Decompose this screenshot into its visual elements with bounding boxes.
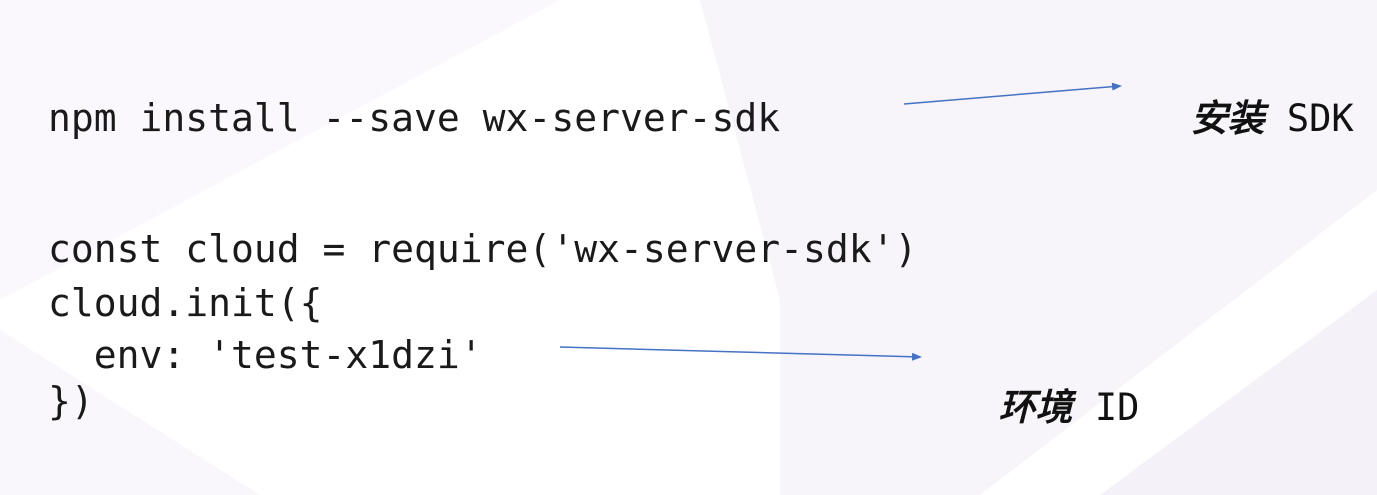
code-close-line: }) xyxy=(48,379,94,423)
code-install-command: npm install --save wx-server-sdk xyxy=(48,96,781,140)
annotation-env-id: 环境 ID xyxy=(954,339,1140,431)
annotation-env-id-latin: ID xyxy=(1094,386,1140,429)
annotation-install-sdk: 安装 SDK xyxy=(1146,50,1354,142)
code-require-line: const cloud = require('wx-server-sdk') xyxy=(48,227,918,271)
arrow-install-sdk xyxy=(903,82,1122,105)
arrow-env-id xyxy=(559,346,922,361)
annotation-install-sdk-latin: SDK xyxy=(1286,97,1354,140)
code-init-line: cloud.init({ xyxy=(48,281,323,325)
annotation-install-sdk-cjk: 安装 xyxy=(1190,97,1265,140)
code-env-line: env: 'test-x1dzi' xyxy=(48,333,483,377)
annotation-env-id-cjk: 环境 xyxy=(998,386,1073,429)
